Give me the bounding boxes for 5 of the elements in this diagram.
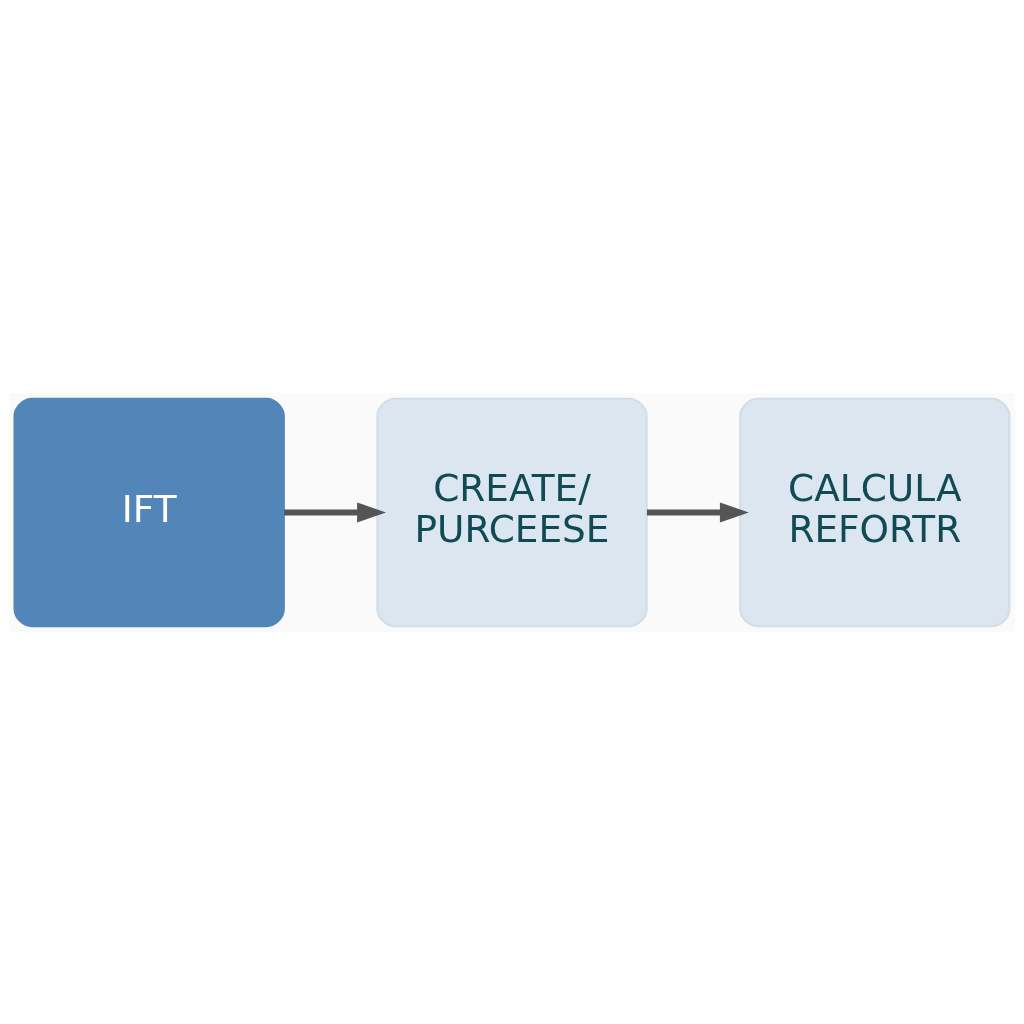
arrow xyxy=(284,501,386,523)
arrow xyxy=(646,501,749,523)
node-box: CALCULA REFORTR xyxy=(739,397,1011,627)
node-box: IFT xyxy=(13,397,285,627)
node-box: CREATE/ PURCEESE xyxy=(376,397,648,627)
